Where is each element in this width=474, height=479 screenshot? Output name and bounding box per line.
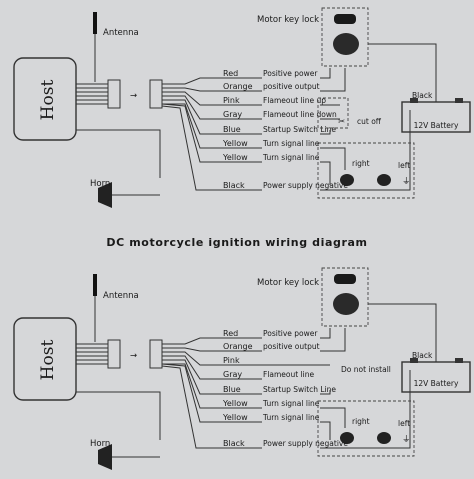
left-signal-icon-1 [377, 174, 391, 186]
wire-extensions-2 [320, 328, 411, 449]
horn-wire-1 [76, 129, 161, 178]
key-icon-2 [334, 274, 356, 284]
battery-2 [401, 361, 471, 393]
wire-color-2-2: Orange [223, 342, 253, 351]
wire-color-1-5: Blue [223, 125, 241, 134]
connector-left-2 [107, 339, 121, 369]
wire-label-2-6: Turn signal line [262, 399, 320, 408]
turn-signals-frame-2 [317, 400, 415, 457]
wire-color-2-8: Black [223, 439, 245, 448]
wire-color-1-8: Black [223, 181, 245, 190]
wire-color-1-3: Pink [223, 96, 240, 105]
horn-label-1: Horn [90, 179, 110, 189]
host-label-2: Host [38, 340, 58, 381]
wire-color-1-1: Red [223, 69, 238, 78]
wire-label-2-2: positive output [263, 342, 320, 351]
wire-color-2-5: Blue [223, 385, 241, 394]
connector-left-1 [107, 79, 121, 109]
do-not-install-label: Do not install [341, 365, 391, 374]
key-lock-label-2: Motor key lock [257, 278, 319, 288]
harness-2 [76, 343, 108, 365]
horn-icon-1 [98, 182, 112, 208]
key-lock-frame-2 [321, 267, 369, 327]
wire-label-1-7: Turn signal line [262, 153, 320, 162]
diagram-2: Host Antenna → Horn Red [13, 267, 471, 470]
left-label-2: left [398, 419, 410, 428]
left-label-1: left [398, 161, 410, 170]
horn-icon-2 [98, 444, 112, 470]
scissors-icon-1: ✂ [338, 117, 345, 127]
connector-right-2 [149, 339, 163, 369]
host-label-1: Host [38, 80, 58, 121]
diagram-1: Host Antenna → [13, 7, 471, 208]
wire-runs-1 [161, 77, 262, 191]
arrow-icon-2: → [130, 351, 137, 361]
wire-color-2-3: Pink [223, 356, 240, 365]
wire-runs-2 [161, 337, 262, 449]
antenna-label-1: Antenna [103, 28, 139, 38]
battery-label-2: 12V Battery [414, 379, 459, 388]
right-label-1: right [352, 159, 370, 168]
wire-label-1-3: Flameout line up [263, 96, 326, 105]
wire-color-2-4: Gray [223, 370, 242, 379]
wire-label-1-2: positive output [263, 82, 320, 91]
antenna-1 [93, 12, 97, 34]
key-lock-frame-1 [321, 7, 369, 67]
ground-icon-1: ⏚ [402, 177, 411, 187]
arrow-icon-1: → [130, 91, 137, 101]
ignition-lock-icon-2 [333, 293, 359, 315]
wire-color-2-1: Red [223, 329, 238, 338]
battery-1 [401, 101, 471, 133]
horn-label-2: Horn [90, 439, 110, 449]
turn-signals-frame-1 [317, 142, 415, 199]
wire-color-1-6: Yellow [222, 139, 248, 148]
wire-label-1-1: Positive power [263, 69, 318, 78]
battery-lead-label-1: Black [412, 91, 433, 100]
wire-label-1-5: Startup Switch Line [263, 125, 336, 134]
battery-label-1: 12V Battery [414, 121, 459, 130]
wire-label-1-6: Turn signal line [262, 139, 320, 148]
antenna-label-2: Antenna [103, 291, 139, 301]
ignition-lock-icon-1 [333, 33, 359, 55]
host-box-2 [13, 317, 77, 401]
key-icon-1 [334, 14, 356, 24]
wire-label-2-7: Turn signal line [262, 413, 320, 422]
right-signal-icon-2 [340, 432, 354, 444]
wire-label-2-5: Startup Switch Line [263, 385, 336, 394]
wire-label-1-4: Flameout line down [263, 110, 337, 119]
diagram-title: DC motorcycle ignition wiring diagram [106, 236, 367, 249]
wire-color-1-7: Yellow [222, 153, 248, 162]
antenna-2 [93, 274, 97, 296]
wire-label-2-4: Flameout line [263, 370, 315, 379]
cut-off-label-1: cut off [357, 117, 382, 126]
wire-color-1-2: Orange [223, 82, 253, 91]
key-lock-label-1: Motor key lock [257, 15, 319, 25]
wire-extensions-1 [320, 68, 411, 191]
ground-icon-2: ⏚ [402, 435, 411, 445]
wire-label-1-8: Power supply negative [263, 181, 348, 190]
harness-1 [76, 83, 108, 105]
wire-label-2-8: Power supply negative [263, 439, 348, 448]
wire-label-2-1: Positive power [263, 329, 318, 338]
wire-color-2-6: Yellow [222, 399, 248, 408]
wire-color-2-7: Yellow [222, 413, 248, 422]
host-box-1 [13, 57, 77, 141]
left-signal-icon-2 [377, 432, 391, 444]
wire-color-1-4: Gray [223, 110, 242, 119]
connector-right-1 [149, 79, 163, 109]
right-signal-icon-1 [340, 174, 354, 186]
battery-lead-label-2: Black [412, 351, 433, 360]
right-label-2: right [352, 417, 370, 426]
